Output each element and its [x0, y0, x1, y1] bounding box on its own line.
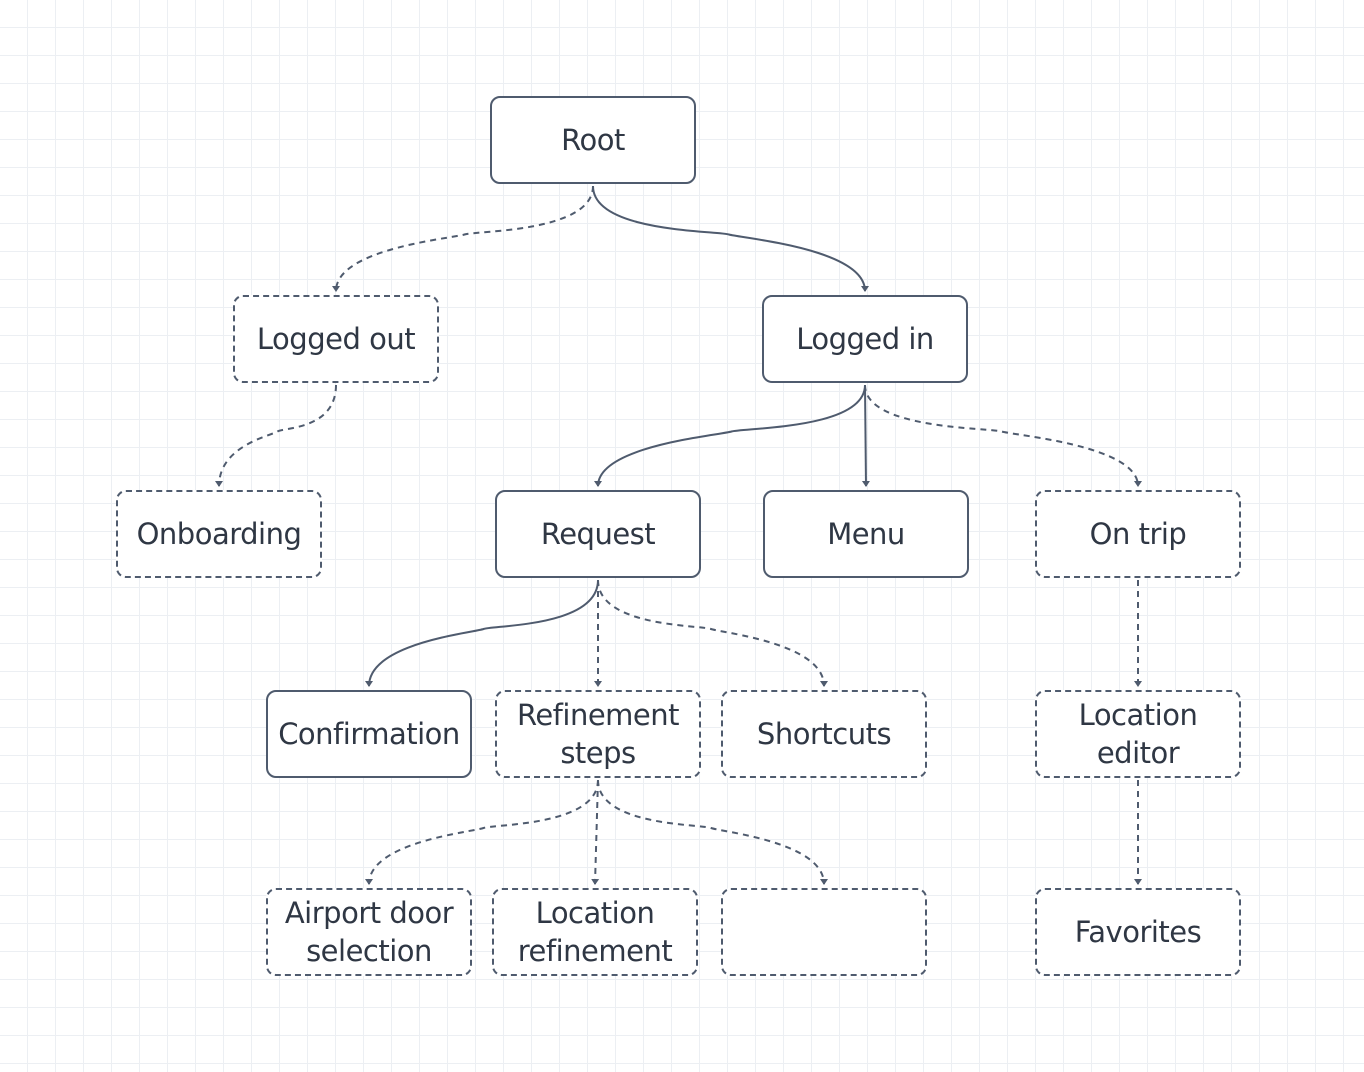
node-logged-out[interactable]: Logged out: [233, 295, 439, 383]
edge-refinement-steps-to-airport-door-selection: [365, 779, 599, 885]
edge-refinement-steps-to-location-refinement: [591, 779, 600, 885]
edge-request-to-shortcuts: [597, 579, 828, 687]
node-location-refinement[interactable]: Location refinement: [492, 888, 698, 976]
node-menu[interactable]: Menu: [763, 490, 969, 578]
node-onboarding[interactable]: Onboarding: [116, 490, 322, 578]
edge-refinement-steps-to-empty-node: [597, 779, 828, 885]
edge-root-to-logged-in: [592, 185, 869, 292]
node-request[interactable]: Request: [495, 490, 701, 578]
edge-logged-in-to-request: [594, 384, 866, 487]
edge-logged-in-to-on-trip: [864, 384, 1142, 487]
node-shortcuts[interactable]: Shortcuts: [721, 690, 927, 778]
node-airport-door-selection[interactable]: Airport door selection: [266, 888, 472, 976]
node-confirmation[interactable]: Confirmation: [266, 690, 472, 778]
edge-logged-out-to-onboarding: [215, 384, 337, 487]
edge-request-to-confirmation: [365, 579, 599, 687]
node-empty[interactable]: [721, 888, 927, 976]
node-refinement-steps[interactable]: Refinement steps: [495, 690, 701, 778]
node-logged-in[interactable]: Logged in: [762, 295, 968, 383]
node-location-editor[interactable]: Location editor: [1035, 690, 1241, 778]
edge-root-to-logged-out: [332, 185, 594, 292]
edge-logged-in-to-menu: [861, 384, 870, 487]
node-root[interactable]: Root: [490, 96, 696, 184]
node-favorites[interactable]: Favorites: [1035, 888, 1241, 976]
node-on-trip[interactable]: On trip: [1035, 490, 1241, 578]
